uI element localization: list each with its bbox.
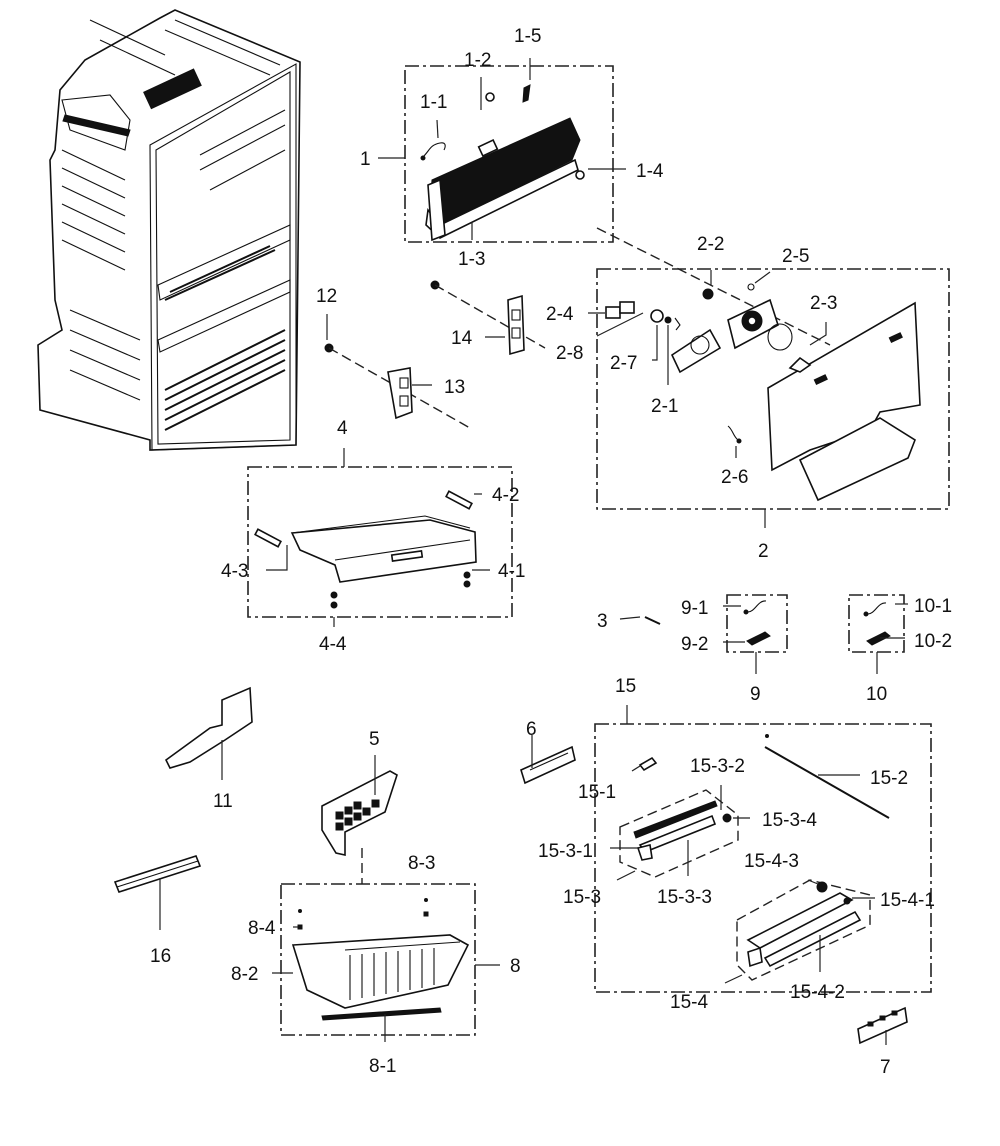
callout-2-2: 2-2: [697, 234, 724, 255]
callout-2-3: 2-3: [810, 293, 837, 314]
subgroup-15-3: 15-3-2 15-3-4 15-3-1 15-3-3 15-3: [538, 756, 817, 908]
cabinet-illustration: [37, 9, 301, 451]
callout-1-3: 1-3: [458, 249, 485, 270]
callout-9-2: 9-2: [681, 634, 708, 655]
evaporator-cover: [767, 301, 921, 502]
group-10-sensor-assembly: 10-1 10-2 10: [848, 594, 952, 705]
callout-15-3: 15-3: [563, 887, 601, 908]
assembly-line-1-2: [596, 227, 831, 346]
callout-2: 2: [758, 541, 769, 562]
callout-8: 8: [510, 956, 521, 977]
callout-15-4: 15-4: [670, 992, 708, 1013]
callout-8-1: 8-1: [369, 1056, 396, 1077]
group-8-basket-assembly: 8-1 8-2 8-3 8-4 8: [231, 853, 521, 1077]
basket-rail-8-1: [321, 1007, 442, 1021]
callout-2-4: 2-4: [546, 304, 574, 325]
callout-2-7: 2-7: [610, 353, 637, 374]
basket-slats: [349, 948, 435, 1000]
callout-8-4: 8-4: [248, 918, 276, 939]
callout-4: 4: [337, 418, 348, 439]
callout-2-8: 2-8: [556, 343, 583, 364]
group-15-rail-assembly: 15 15-1 15-2 15-3-2 15-3-4 15-3-1 15-3-3…: [538, 676, 935, 1013]
callout-6: 6: [526, 719, 537, 740]
drawer-tray: [290, 519, 477, 583]
part-5-divider: 5: [321, 729, 398, 884]
callout-15-1: 15-1: [578, 782, 616, 803]
callout-1-1: 1-1: [420, 92, 447, 113]
callout-10-1: 10-1: [914, 596, 952, 617]
part-6-bracket: 6: [520, 719, 576, 785]
brackets-12-13-14: 12 13 14: [316, 280, 546, 429]
callout-4-2: 4-2: [492, 485, 519, 506]
callout-2-6: 2-6: [721, 467, 748, 488]
cabinet-slats: [164, 109, 286, 431]
callout-1-5: 1-5: [514, 26, 541, 47]
callout-14: 14: [451, 328, 473, 349]
callout-15-3-3: 15-3-3: [657, 887, 712, 908]
cabinet-side-ribs: [61, 19, 281, 401]
callout-1-4: 1-4: [636, 161, 664, 182]
part-3: 3: [597, 611, 661, 632]
callout-1: 1: [360, 149, 371, 170]
group-1-evaporator-assembly: 1 1-1 1-2 1-5 1-4 1-3: [360, 26, 664, 270]
callout-4-1: 4-1: [498, 561, 525, 582]
callout-11: 11: [213, 791, 233, 812]
callout-15: 15: [615, 676, 636, 697]
callout-4-4: 4-4: [319, 634, 347, 655]
callout-16: 16: [150, 946, 171, 967]
basket: [291, 934, 470, 1009]
callout-8-3: 8-3: [408, 853, 435, 874]
callout-15-3-1: 15-3-1: [538, 841, 593, 862]
rail-4-2: [445, 490, 473, 510]
subgroup-15-4: 15-4-3 15-4-1 15-4-2 15-4: [670, 851, 935, 1013]
part-11-duct: 11: [164, 686, 253, 812]
group-2-fan-cover-assembly: 2 2-2 2-5 2-3 2-4: [546, 234, 950, 562]
evaporator: [425, 117, 581, 242]
callout-15-3-2: 15-3-2: [690, 756, 745, 777]
callout-3: 3: [597, 611, 608, 632]
bracket-14: [507, 294, 525, 356]
rail-4-3: [254, 528, 282, 548]
callout-1-2: 1-2: [464, 50, 491, 71]
callout-4-3: 4-3: [221, 561, 248, 582]
group-9-sensor-assembly: 9-1 9-2 9: [681, 594, 788, 705]
group-4-drawer-assembly: 4 4-2 4-3 4-1 4-4: [221, 418, 525, 655]
callout-9-1: 9-1: [681, 598, 708, 619]
callout-12: 12: [316, 286, 337, 307]
callout-15-3-4: 15-3-4: [762, 810, 817, 831]
callout-10-2: 10-2: [914, 631, 952, 652]
callout-5: 5: [369, 729, 380, 750]
callout-2-1: 2-1: [651, 396, 678, 417]
callout-9: 9: [750, 684, 761, 705]
callout-15-4-2: 15-4-2: [790, 982, 845, 1003]
callout-15-4-1: 15-4-1: [880, 890, 935, 911]
part-7-control-board: 7: [857, 1006, 908, 1078]
callout-13: 13: [444, 377, 465, 398]
fan-motor-bracket: [670, 328, 722, 374]
callout-15-2: 15-2: [870, 768, 908, 789]
callout-10: 10: [866, 684, 887, 705]
callout-7: 7: [880, 1057, 891, 1078]
callout-15-4-3: 15-4-3: [744, 851, 799, 872]
callout-2-5: 2-5: [782, 246, 809, 267]
callout-8-2: 8-2: [231, 964, 258, 985]
part-16-rod: 16: [113, 855, 202, 967]
bracket-13: [387, 367, 413, 420]
